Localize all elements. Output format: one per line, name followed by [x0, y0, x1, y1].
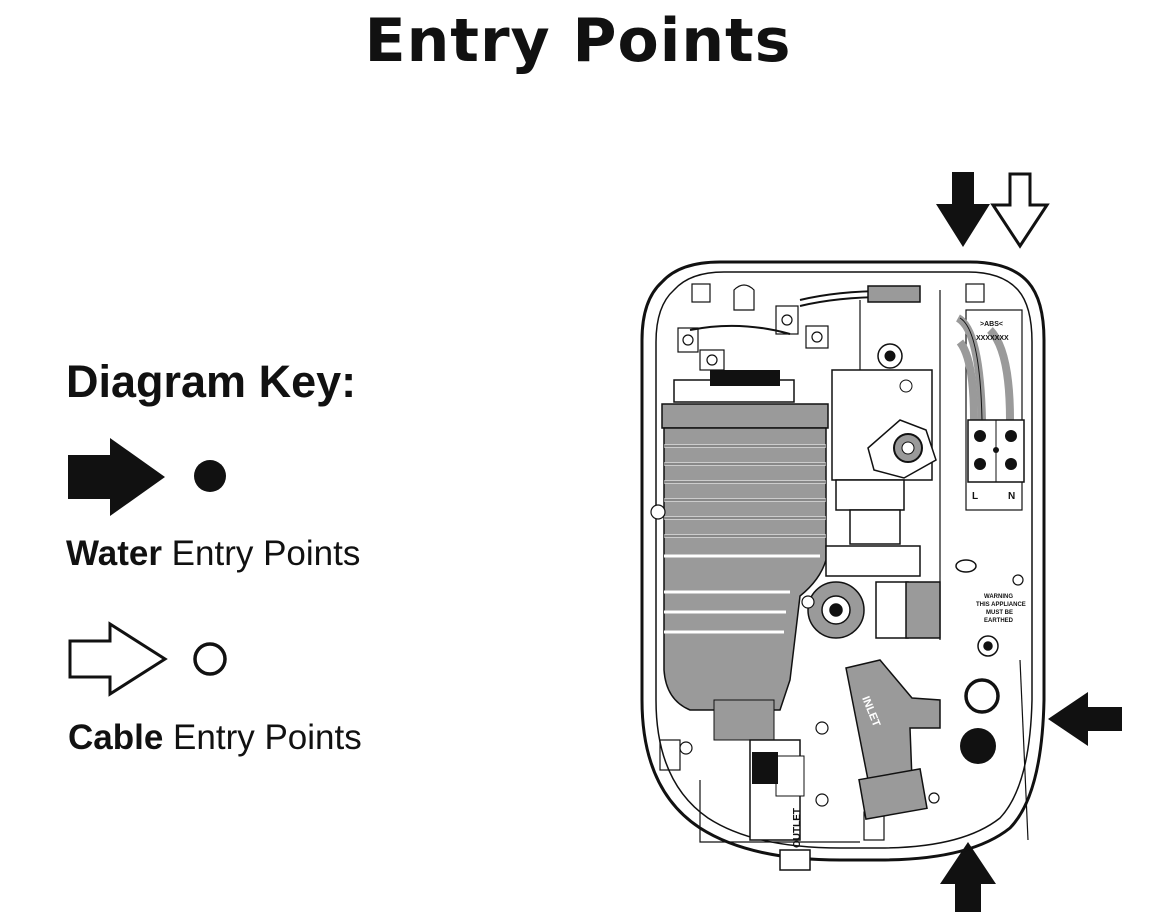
- unit-housing: [640, 260, 1046, 862]
- diagram-key-heading: Diagram Key:: [66, 356, 357, 407]
- fixing-screws: [650, 504, 1024, 807]
- cable-key-rest: Entry Points: [163, 718, 362, 757]
- warning-line-3: MUST BE: [986, 610, 1013, 616]
- brand-label: TRITON: [883, 588, 894, 625]
- terminal-block: [955, 314, 1025, 483]
- page-title: Entry Points: [364, 6, 792, 76]
- warning-line-2: THIS APPLIANCE: [976, 602, 1026, 608]
- outlet-label: OUTLET: [792, 808, 803, 848]
- water-entry-arrow-top: [936, 172, 990, 247]
- heater-tank: [661, 370, 829, 871]
- abs-mark: >ABS<: [980, 321, 1003, 328]
- water-entry-arrow-bottom: [940, 842, 996, 912]
- water-dot-icon: [194, 460, 226, 492]
- inlet-pipe: [845, 659, 941, 820]
- water-entry-dot-unit: [960, 728, 996, 764]
- cable-ring-icon: [193, 642, 227, 676]
- terminal-l-label: L: [972, 491, 978, 502]
- warning-label: WARNING THIS APPLIANCE MUST BE EARTHED: [976, 594, 1027, 624]
- solenoid-valve: [807, 545, 999, 657]
- cable-entry-arrow-top: [990, 172, 1050, 249]
- water-key-bold: Water: [66, 534, 162, 573]
- terminal-n-label: N: [1008, 491, 1015, 502]
- water-key-rest: Entry Points: [161, 534, 361, 573]
- cable-key-label: Cable Entry Points: [68, 718, 362, 758]
- serial-mark: XXXXXXX: [976, 335, 1009, 342]
- warning-line-1: WARNING: [984, 594, 1013, 600]
- top-switches: [677, 305, 829, 371]
- water-arrow-icon: [68, 438, 165, 516]
- warning-line-4: EARTHED: [984, 618, 1014, 624]
- water-entry-arrow-right: [1048, 692, 1122, 746]
- cable-arrow-icon: [68, 621, 168, 697]
- cable-entry-ring-unit: [964, 678, 1000, 714]
- cable-key-bold: Cable: [68, 718, 164, 757]
- water-key-label: Water Entry Points: [66, 534, 360, 574]
- control-switch: [831, 343, 937, 545]
- cable-bundle: [689, 285, 921, 335]
